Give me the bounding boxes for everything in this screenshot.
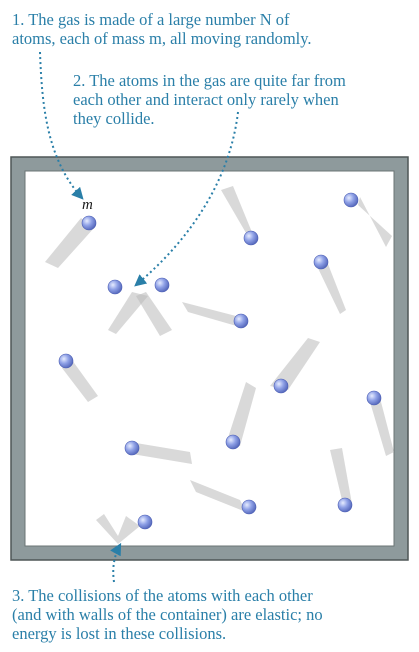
- mass-label: m: [82, 197, 93, 213]
- caption-3: 3. The collisions of the atoms with each…: [12, 586, 323, 643]
- caption-3-line-2: (and with walls of the container) are el…: [12, 605, 323, 624]
- caption-3-line-3: energy is lost in these collisions.: [12, 624, 226, 643]
- caption-3-line-1: 3. The collisions of the atoms with each…: [12, 586, 313, 605]
